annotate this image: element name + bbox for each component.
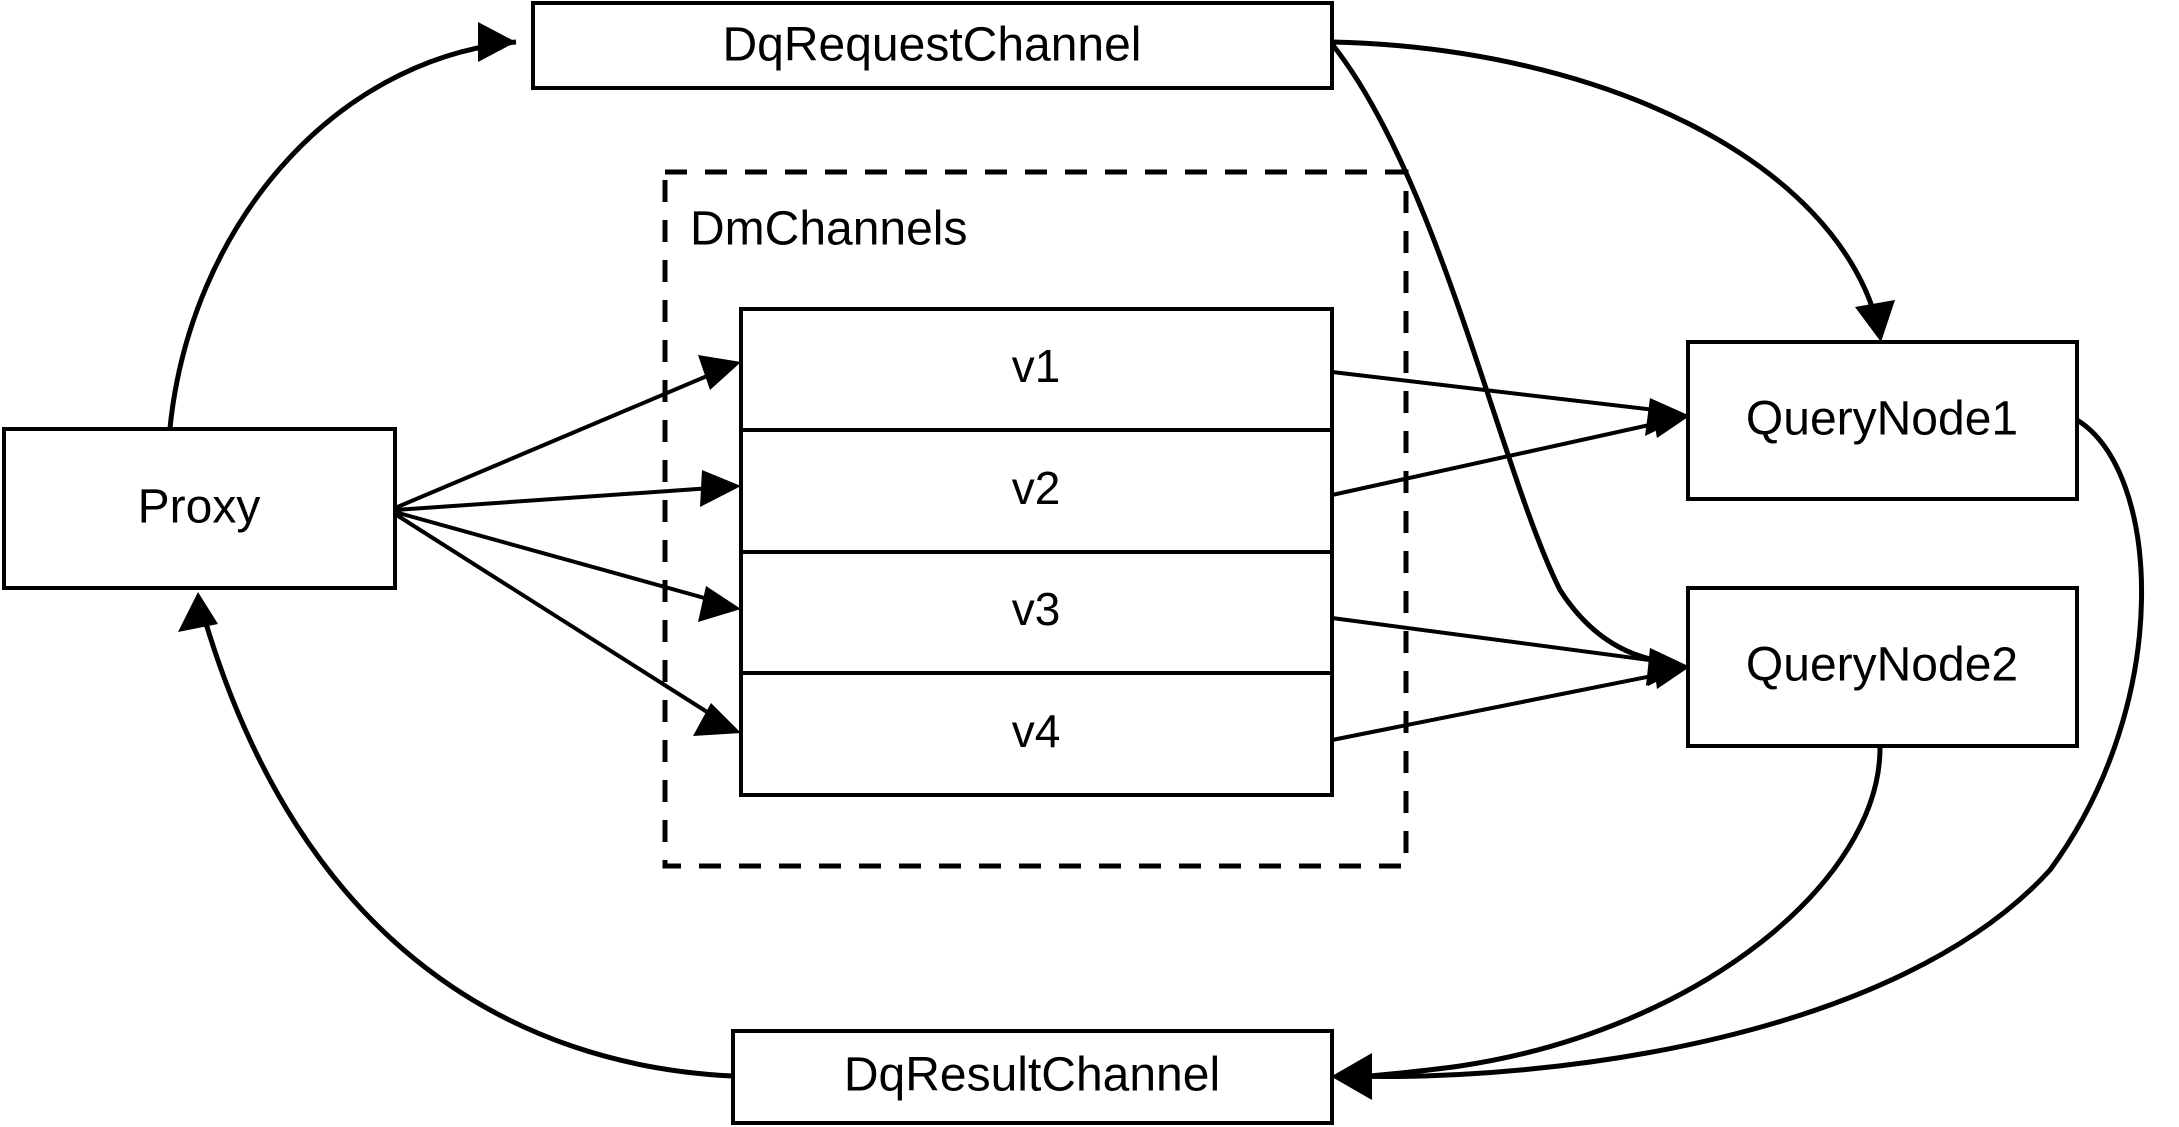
edge-proxy-to-v2	[394, 470, 741, 512]
dqrequestchannel-box[interactable]	[531, 1, 1334, 90]
edge-dqresultchannel-to-proxy	[178, 592, 734, 1079]
dqrequestchannel-label: DqRequestChannel	[723, 19, 1142, 72]
arrowhead-icon	[478, 22, 516, 62]
querynode1-label: QueryNode1	[1746, 393, 2018, 446]
table-row[interactable]: v2	[1012, 462, 1061, 514]
edge-v2-to-querynode1	[1331, 400, 1688, 497]
node-querynode2[interactable]: QueryNode2	[1686, 586, 2079, 748]
edge-v4-to-querynode2	[1331, 651, 1688, 742]
arrowhead-icon	[1652, 651, 1688, 689]
arrowhead-icon	[700, 470, 741, 507]
edge-proxy-to-v1	[394, 355, 741, 510]
arrowhead-icon	[178, 592, 218, 632]
querynode2-label: QueryNode2	[1746, 639, 2018, 692]
edge-proxy-to-v4	[393, 512, 741, 736]
node-proxy[interactable]: Proxy	[2, 427, 397, 590]
edge-proxy-to-v3	[394, 510, 741, 622]
edge-dqrequestchannel-to-querynode1	[1331, 39, 1895, 342]
arrowhead-icon	[698, 355, 741, 390]
arrowhead-icon	[693, 703, 741, 736]
dqresultchannel-box[interactable]	[731, 1029, 1334, 1125]
dqresultchannel-label: DqResultChannel	[844, 1049, 1220, 1102]
dmchannels-group-border	[662, 169, 1409, 869]
edge-proxy-to-dqrequestchannel	[167, 22, 517, 429]
node-querynode1[interactable]: QueryNode1	[1686, 340, 2079, 501]
arrowhead-icon	[1855, 300, 1895, 342]
dmchannels-table: v1 v2 v3 v4	[739, 307, 1334, 797]
table-row[interactable]: v3	[1012, 583, 1061, 635]
dmchannels-group: DmChannels	[662, 169, 1409, 869]
querynode2-box[interactable]	[1686, 586, 2079, 748]
dmchannels-group-label: DmChannels	[690, 203, 967, 256]
edge-querynode1-to-dqresultchannel	[1332, 417, 2144, 1099]
edge-dqrequestchannel-to-querynode2	[1330, 42, 1688, 686]
table-row[interactable]: v1	[1012, 340, 1061, 392]
arrowhead-icon	[1650, 400, 1688, 438]
node-dqresultchannel[interactable]: DqResultChannel	[731, 1029, 1334, 1125]
edge-querynode2-to-dqresultchannel	[1332, 747, 1883, 1100]
arrowhead-icon	[698, 586, 741, 622]
proxy-label: Proxy	[138, 481, 261, 534]
table-row[interactable]: v4	[1012, 705, 1061, 757]
querynode1-box[interactable]	[1686, 340, 2079, 501]
node-dqrequestchannel[interactable]: DqRequestChannel	[531, 1, 1334, 90]
proxy-box[interactable]	[2, 427, 397, 590]
arrowhead-icon	[1332, 1054, 1372, 1100]
